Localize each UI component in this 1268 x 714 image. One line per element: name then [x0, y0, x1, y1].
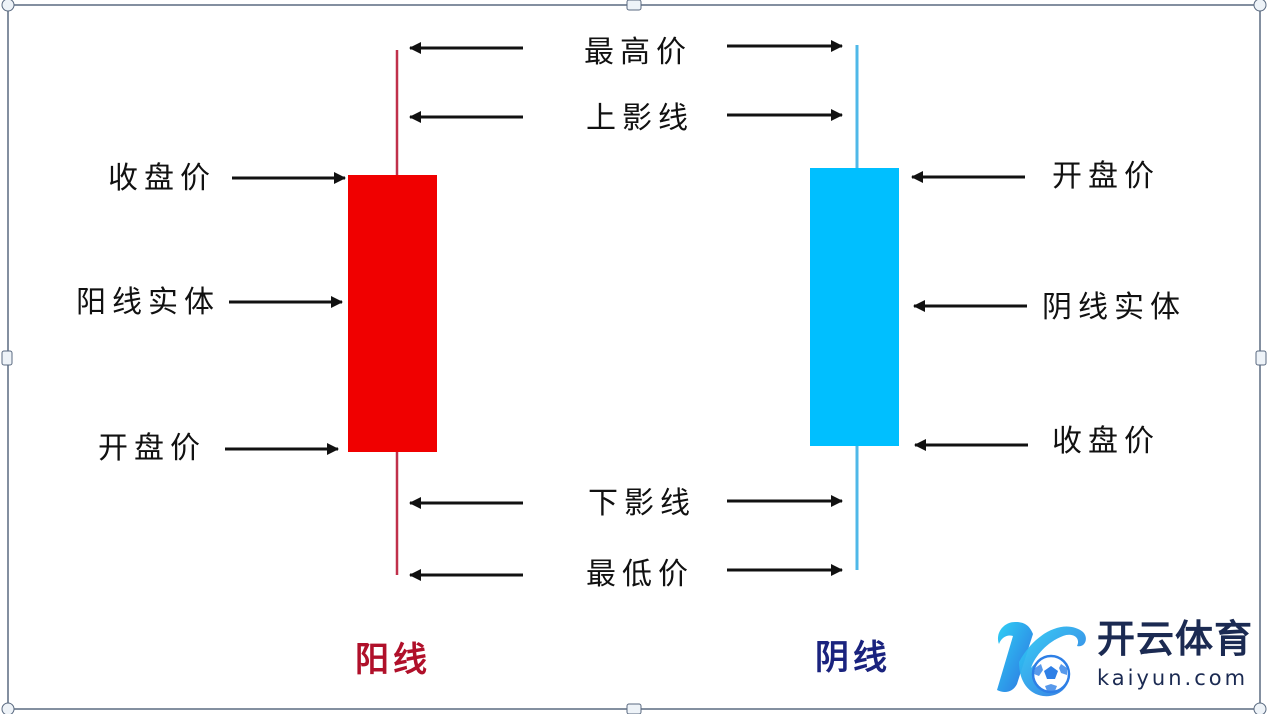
- watermark-logo: 开云体育 kaiyun.com: [985, 612, 1255, 702]
- resize-handle-left[interactable]: [1, 350, 13, 366]
- center-arrows: [409, 40, 843, 581]
- resize-handle-bottom[interactable]: [626, 703, 642, 714]
- label-low: 最低价: [586, 557, 694, 592]
- kaiyun-logo-icon: [997, 622, 1086, 697]
- label-bullish-body: 阳线实体: [76, 285, 220, 320]
- title-bullish: 阳线: [355, 640, 431, 680]
- resize-handle-top-left[interactable]: [1, 0, 15, 12]
- bullish-body: [348, 175, 437, 452]
- bullish-candle: [348, 50, 437, 575]
- resize-handle-top[interactable]: [626, 0, 642, 11]
- brand-name-en: kaiyun.com: [1097, 666, 1249, 690]
- label-lower-shadow: 下影线: [588, 486, 696, 521]
- resize-handle-top-right[interactable]: [1253, 0, 1267, 12]
- resize-handle-bottom-right[interactable]: [1253, 702, 1267, 714]
- label-bearish-body: 阴线实体: [1042, 290, 1186, 325]
- resize-handle-bottom-left[interactable]: [1, 702, 15, 714]
- bearish-body: [810, 168, 899, 446]
- label-bearish-open: 开盘价: [1052, 159, 1160, 194]
- label-upper-shadow: 上影线: [586, 101, 694, 136]
- title-bearish: 阴线: [815, 638, 891, 678]
- label-bearish-close: 收盘价: [1052, 424, 1160, 459]
- label-high: 最高价: [584, 35, 692, 70]
- bullish-arrows: [225, 172, 346, 455]
- label-bullish-close: 收盘价: [108, 161, 216, 196]
- brand-name-cn: 开云体育: [1097, 617, 1254, 661]
- label-bullish-open: 开盘价: [98, 431, 206, 466]
- bearish-arrows: [911, 171, 1028, 451]
- resize-handle-right[interactable]: [1255, 350, 1267, 366]
- bearish-candle: [810, 45, 899, 570]
